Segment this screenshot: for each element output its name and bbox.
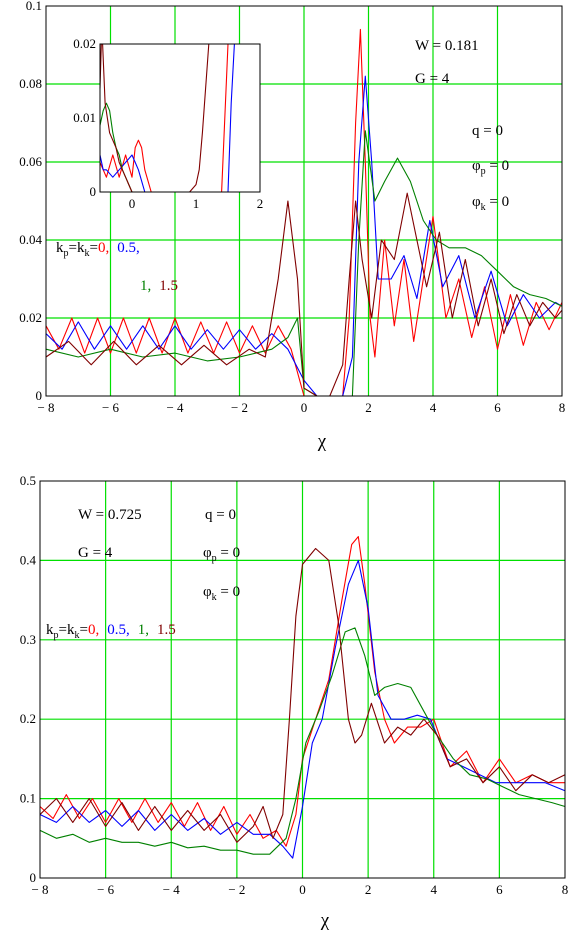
series-line-2 <box>39 627 566 855</box>
x-tick-label: − 4 <box>166 400 184 415</box>
x-tick-labels-top: − 8 − 6 − 4 − 2 0 2 4 6 8 <box>37 400 565 415</box>
annotation-phi-k-bottom: φk = 0 <box>203 584 240 603</box>
y-tick-label: 0.4 <box>20 552 37 567</box>
x-tick-label: 8 <box>562 882 569 897</box>
x-tick-labels-bottom: − 8 − 6 − 4 − 2 0 2 4 6 8 <box>31 882 568 897</box>
grid-bottom <box>40 481 565 878</box>
x-tick-label: 2 <box>365 882 372 897</box>
inset-frame <box>99 43 261 193</box>
chart-bottom: 0 0.1 0.2 0.3 0.4 0.5 − 8 − 6 − 4 − 2 0 2 4 6 8 χ W =… <box>20 473 569 931</box>
x-tick-label: 6 <box>494 400 501 415</box>
y-tick-label: 0.02 <box>19 310 42 325</box>
y-tick-label: 0.04 <box>19 232 42 247</box>
legend-bottom-k0: 0, <box>88 622 99 638</box>
series-line-2 <box>45 130 563 397</box>
x-tick-label: − 4 <box>163 882 181 897</box>
series-line-3 <box>39 547 566 843</box>
legend-bottom: kp=kk=0,0.5,1,1.5 <box>46 622 176 641</box>
y-tick-label: 0.06 <box>19 154 42 169</box>
annotation-w-top: W = 0.181 <box>415 38 479 54</box>
annotation-phi-p-bottom: φp = 0 <box>203 545 240 564</box>
y-tick-label: 0.1 <box>20 791 36 806</box>
series-line-1 <box>39 559 566 859</box>
y-tick-label: 0.01 <box>73 110 96 125</box>
x-tick-label: 6 <box>496 882 503 897</box>
x-tick-label: 4 <box>430 400 437 415</box>
x-tick-label: 2 <box>257 196 264 211</box>
annotation-g-top: G = 4 <box>415 71 450 87</box>
x-tick-label: − 8 <box>37 400 54 415</box>
y-tick-label: 0.3 <box>20 632 36 647</box>
legend-top-line1: kp=kk=0,0.5, <box>56 240 140 259</box>
x-tick-label: − 8 <box>31 882 48 897</box>
y-tick-label: 0.5 <box>20 473 36 488</box>
y-tick-label: 0.1 <box>26 0 42 13</box>
x-tick-label: 8 <box>559 400 566 415</box>
plot-frame-top <box>45 5 563 397</box>
legend-bottom-k15: 1.5 <box>157 622 176 638</box>
plot-frame-bottom <box>39 480 566 879</box>
x-tick-label: 1 <box>193 196 200 211</box>
annotation-q-top: q = 0 <box>472 123 503 139</box>
x-tick-label: − 2 <box>228 882 245 897</box>
annotation-g-bottom: G = 4 <box>78 545 113 561</box>
inset-chart: 0 0.01 0.02 0 1 2 <box>73 36 263 211</box>
series-bottom <box>39 536 566 859</box>
inset-x-tick-labels: 0 1 2 <box>129 196 264 211</box>
series-line-3 <box>45 192 563 397</box>
inset-y-tick-labels: 0 0.01 0.02 <box>73 36 96 199</box>
series-line-3 <box>99 43 216 193</box>
y-tick-labels-bottom: 0 0.1 0.2 0.3 0.4 0.5 <box>20 473 37 885</box>
x-tick-label: 4 <box>431 882 438 897</box>
x-tick-label: − 6 <box>102 400 120 415</box>
y-tick-label: 0 <box>90 184 97 199</box>
annotation-w-bottom: W = 0.725 <box>78 507 142 523</box>
y-tick-label: 0 <box>30 870 37 885</box>
x-tick-label: − 2 <box>231 400 248 415</box>
x-tick-label: 0 <box>299 882 306 897</box>
annotation-phi-p-top: φp = 0 <box>472 158 509 177</box>
y-tick-label: 0 <box>36 388 43 403</box>
annotation-q-bottom: q = 0 <box>205 507 236 523</box>
x-tick-label: 0 <box>301 400 308 415</box>
x-tick-label: − 6 <box>97 882 115 897</box>
y-tick-label: 0.02 <box>73 36 96 51</box>
x-tick-label: 2 <box>365 400 372 415</box>
annotation-phi-k-top: φk = 0 <box>472 194 509 213</box>
legend-top-k1: 1, <box>140 278 151 294</box>
legend-top-k15: 1.5 <box>159 278 178 294</box>
x-axis-label-top: χ <box>317 431 327 452</box>
inset-background <box>100 44 260 192</box>
legend-top-k0: 0, <box>98 240 109 256</box>
legend-bottom-k1: 1, <box>138 622 149 638</box>
legend-bottom-k05: 0.5, <box>107 622 130 638</box>
y-tick-label: 0.08 <box>19 76 42 91</box>
y-tick-labels-top: 0 0.02 0.04 0.06 0.08 0.1 <box>19 0 42 403</box>
legend-top-line2: 1, 1.5 <box>140 278 178 294</box>
y-tick-label: 0.2 <box>20 711 36 726</box>
x-tick-label: 0 <box>129 196 136 211</box>
legend-top-k05: 0.5, <box>117 240 140 256</box>
x-axis-label-bottom: χ <box>320 910 330 931</box>
chart-top: 0 0.02 0.04 0.06 0.08 0.1 − 8 − 6 − 4 − 2 0 2 4 6 8 χ… <box>19 0 565 452</box>
